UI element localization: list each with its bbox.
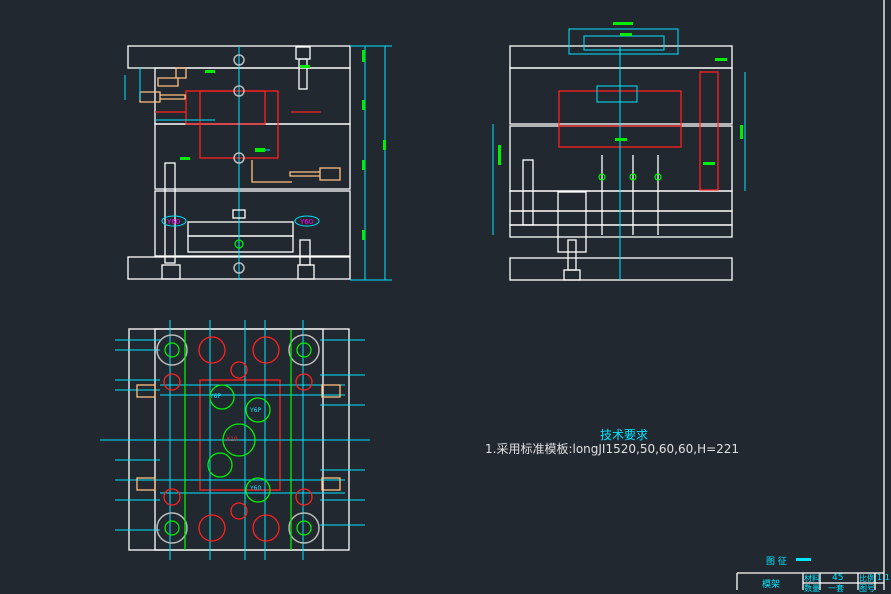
plan-label-4: Y60 bbox=[249, 485, 261, 492]
scale-label: 比例 bbox=[859, 574, 875, 583]
plan-label-1: Y6P bbox=[209, 393, 221, 400]
material-label: 材料 bbox=[804, 574, 820, 583]
front-section-view: Y60 Y60 bbox=[124, 45, 392, 281]
quantity-value: 一套 bbox=[828, 584, 844, 593]
side-section-view bbox=[492, 22, 746, 281]
quantity-label: 数量 bbox=[804, 584, 820, 593]
title-block-name: 模架 bbox=[762, 580, 781, 590]
front-label-left: Y60 bbox=[166, 218, 180, 226]
scale-value: 1:1 bbox=[877, 573, 890, 582]
technical-requirements-title: 技术要求 bbox=[600, 428, 649, 442]
title-block-header: 图 征 bbox=[766, 557, 787, 567]
front-label-right: Y60 bbox=[299, 218, 313, 226]
plan-label-3: X10 bbox=[226, 436, 238, 443]
material-value: 45 bbox=[832, 573, 844, 583]
title-block-frame bbox=[736, 558, 884, 590]
plan-view: Y6P Y6P X10 Y60 bbox=[100, 320, 370, 560]
technical-requirements-line-1: 1.采用标准模板:longJI1520,50,60,60,H=221 bbox=[485, 442, 740, 456]
plan-label-2: Y6P bbox=[249, 407, 261, 414]
drawing-no-label: 图号 bbox=[859, 584, 875, 593]
